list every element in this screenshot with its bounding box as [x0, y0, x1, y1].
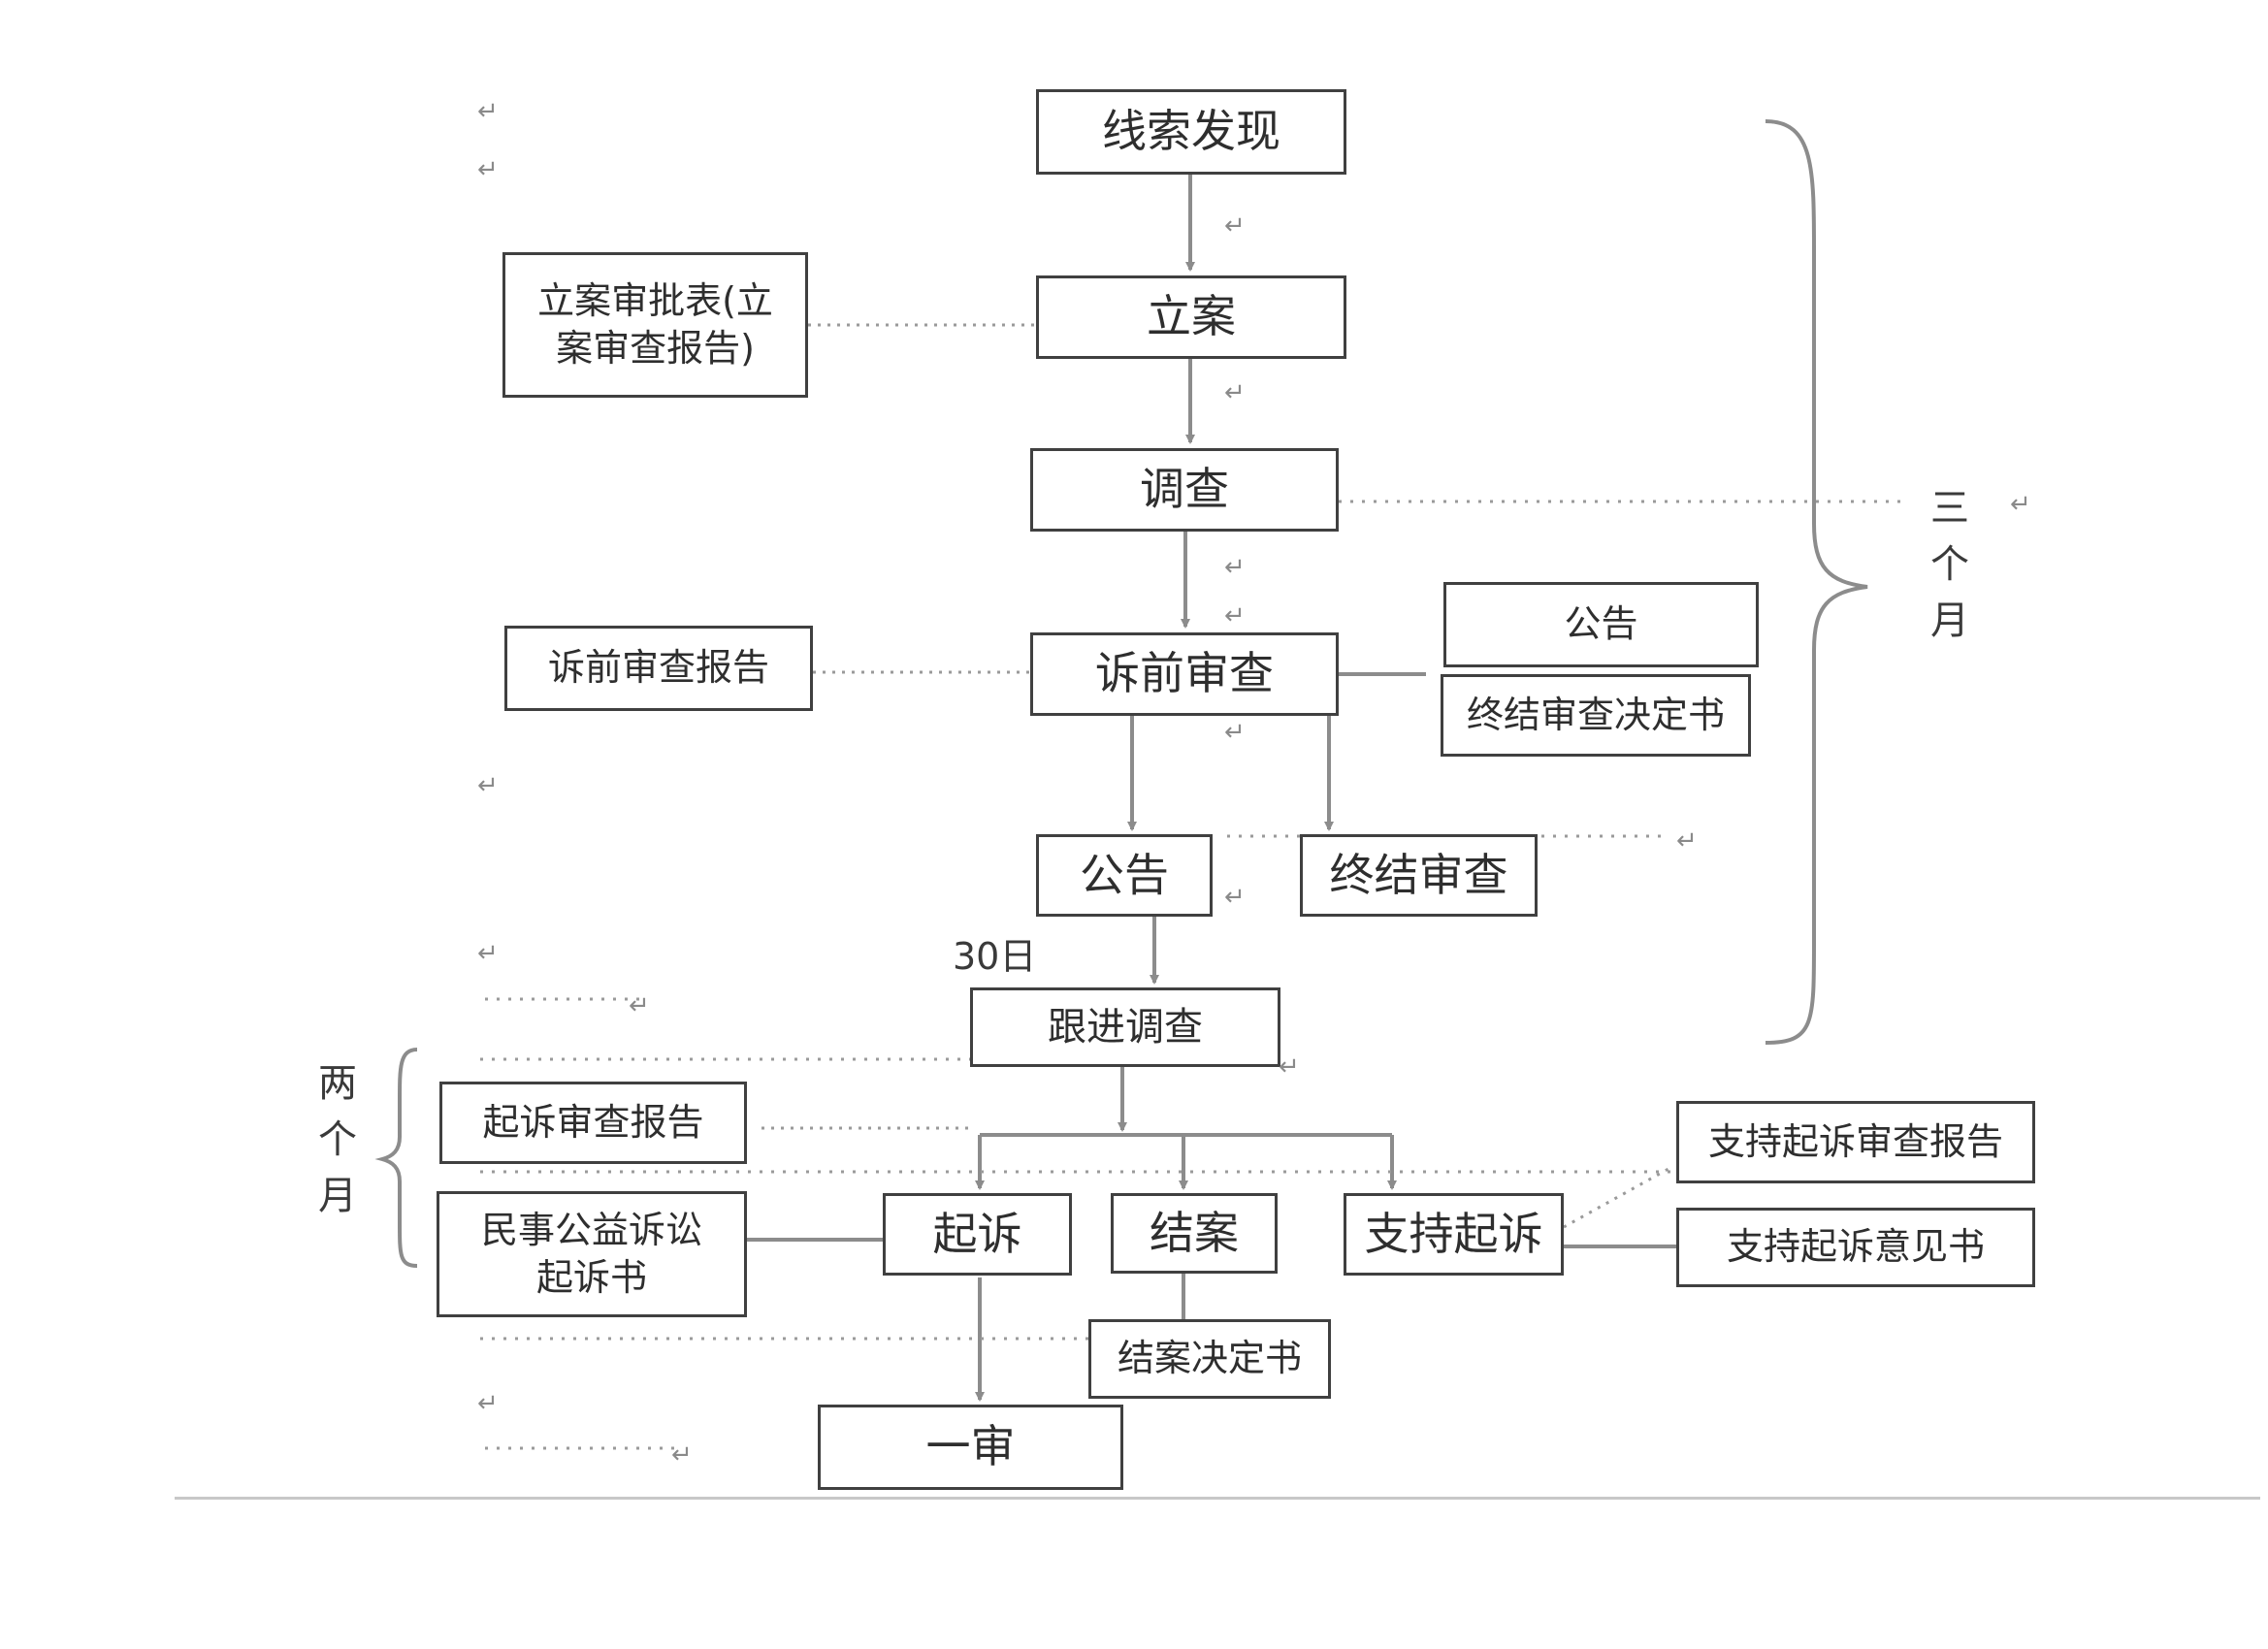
- return-mark-icon: ↵: [1279, 1052, 1300, 1082]
- node-investigation: 调查: [1030, 448, 1339, 532]
- doc-pre-litigation-report: 诉前审查报告: [504, 626, 813, 711]
- doc-label: 终结审查决定书: [1466, 693, 1725, 736]
- node-sue: 起诉: [883, 1193, 1072, 1276]
- node-label: 公告: [1080, 848, 1169, 901]
- return-mark-icon: ↵: [477, 939, 499, 968]
- return-mark-icon: ↵: [1224, 378, 1246, 407]
- doc-terminate-decision: 终结审查决定书: [1441, 674, 1751, 757]
- brace-three-months: [1765, 119, 1868, 1045]
- doc-close-decision: 结案决定书: [1088, 1319, 1331, 1399]
- return-mark-icon: ↵: [1224, 601, 1246, 630]
- doc-sue-review-report: 起诉审查报告: [439, 1082, 747, 1164]
- doc-label: 公告: [1564, 602, 1638, 646]
- node-label: 支持起诉: [1364, 1207, 1543, 1260]
- doc-label: 立案审批表(立 案审查报告): [537, 278, 773, 370]
- node-clue-discovery: 线索发现: [1036, 89, 1346, 175]
- doc-announcement: 公告: [1443, 582, 1759, 667]
- node-announcement: 公告: [1036, 834, 1213, 917]
- doc-filing-approval-form: 立案审批表(立 案审查报告): [502, 252, 808, 398]
- return-mark-icon: ↵: [1676, 826, 1698, 856]
- node-label: 结案: [1150, 1206, 1239, 1259]
- return-mark-icon: ↵: [1224, 211, 1246, 241]
- page-bottom-rule: [175, 1497, 2260, 1500]
- doc-label: 诉前审查报告: [547, 646, 769, 690]
- label-thirty-days: 30日: [953, 935, 1037, 978]
- node-close-case: 结案: [1111, 1193, 1278, 1274]
- node-terminate-review: 终结审查: [1300, 834, 1538, 917]
- node-file-case: 立案: [1036, 275, 1346, 359]
- return-mark-icon: ↵: [477, 1389, 499, 1418]
- label-two-months: 两 个 月: [318, 1061, 357, 1218]
- return-mark-icon: ↵: [477, 771, 499, 800]
- label-three-months: 三 个 月: [1930, 486, 1969, 643]
- doc-label: 起诉审查报告: [482, 1100, 704, 1144]
- return-mark-icon: ↵: [1224, 883, 1246, 912]
- doc-civil-complaint: 民事公益诉讼 起诉书: [437, 1191, 747, 1317]
- node-label: 跟进调查: [1048, 1005, 1203, 1050]
- return-mark-icon: ↵: [1224, 553, 1246, 582]
- brace-two-months: [374, 1048, 418, 1268]
- node-follow-up-investigation: 跟进调查: [970, 987, 1280, 1067]
- node-label: 线索发现: [1102, 105, 1280, 158]
- node-label: 终结审查: [1329, 848, 1508, 901]
- return-mark-icon: ↵: [629, 991, 650, 1020]
- doc-label: 支持起诉意见书: [1726, 1225, 1985, 1269]
- doc-support-opinion: 支持起诉意见书: [1676, 1208, 2035, 1287]
- doc-label: 支持起诉审查报告: [1707, 1119, 2003, 1163]
- doc-label: 民事公益诉讼 起诉书: [480, 1208, 702, 1299]
- node-label: 一审: [925, 1420, 1016, 1473]
- return-mark-icon: ↵: [477, 97, 499, 126]
- node-support-lawsuit: 支持起诉: [1344, 1193, 1564, 1276]
- node-label: 调查: [1140, 463, 1229, 516]
- doc-support-review-report: 支持起诉审查报告: [1676, 1101, 2035, 1183]
- node-label: 起诉: [932, 1207, 1022, 1260]
- node-label: 立案: [1147, 290, 1236, 343]
- return-mark-icon: ↵: [1224, 718, 1246, 747]
- node-label: 诉前审查: [1095, 647, 1274, 700]
- return-mark-icon: ↵: [477, 155, 499, 184]
- return-mark-icon: ↵: [2010, 490, 2031, 519]
- node-pre-litigation-review: 诉前审查: [1030, 632, 1339, 716]
- return-mark-icon: ↵: [671, 1440, 693, 1470]
- doc-label: 结案决定书: [1117, 1337, 1302, 1380]
- node-first-trial: 一审: [818, 1405, 1123, 1490]
